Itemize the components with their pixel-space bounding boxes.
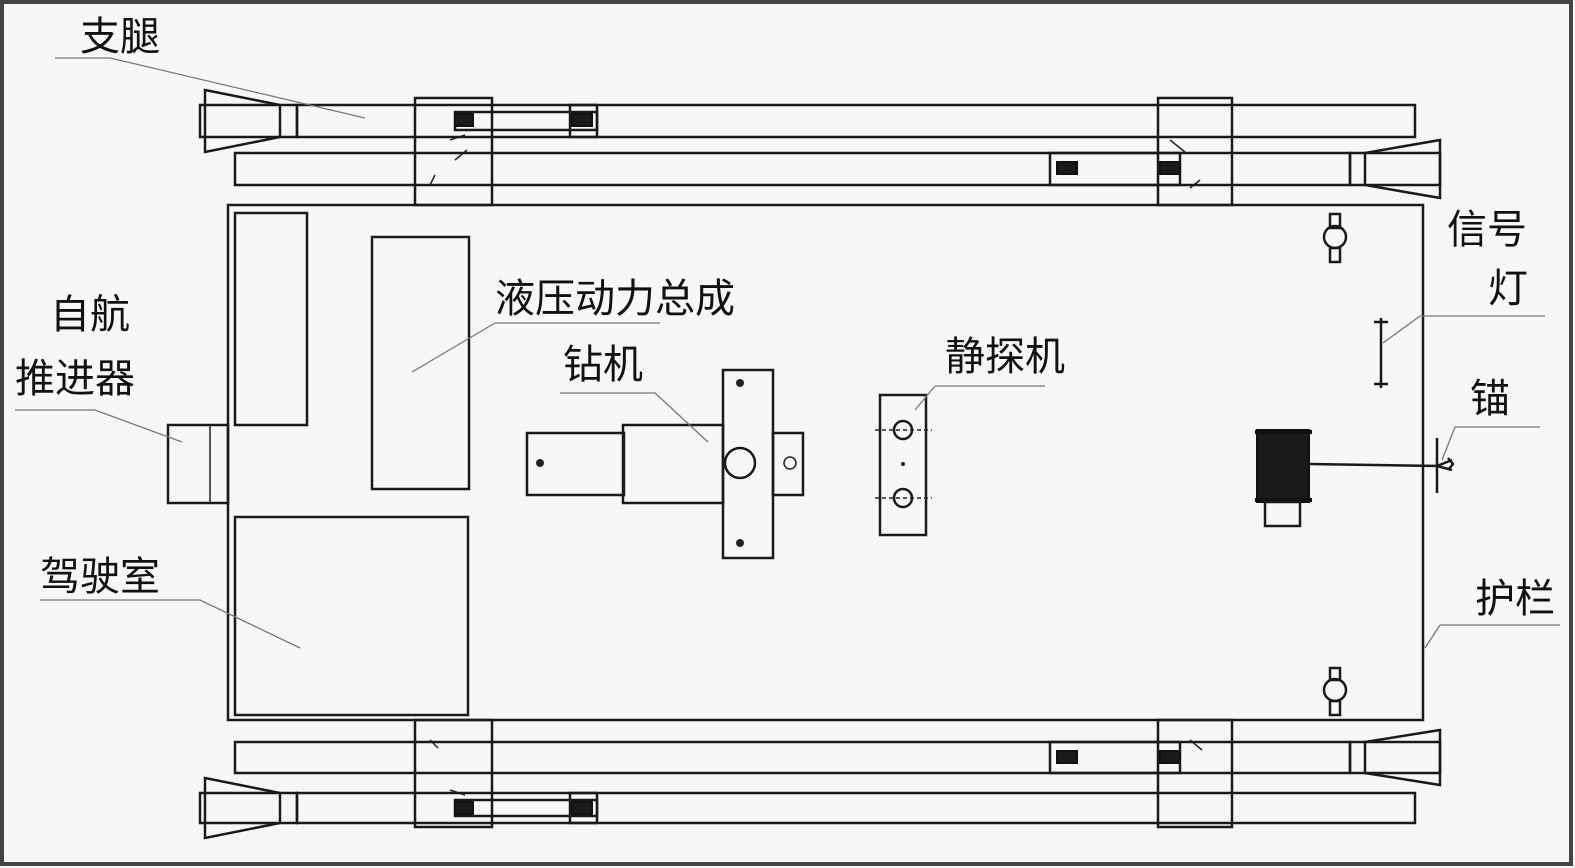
hydraulic-power-unit xyxy=(370,235,471,491)
label-cone-penetrometer: 静探机 xyxy=(945,334,1065,380)
label-signal-light-line1: 信号 xyxy=(1447,207,1527,253)
cab xyxy=(233,515,470,717)
outrigger-top xyxy=(198,88,1442,207)
label-drilling-rig: 钻机 xyxy=(563,342,643,388)
anchor-winch xyxy=(1255,429,1441,528)
anchor xyxy=(1435,438,1455,493)
signal-light-side xyxy=(1374,318,1388,388)
label-hydraulic-power-unit: 液压动力总成 xyxy=(495,276,735,322)
label-guardrail: 护栏 xyxy=(1475,576,1555,622)
label-anchor: 锚 xyxy=(1470,376,1510,422)
leader-lines xyxy=(15,57,1560,649)
drilling-rig xyxy=(525,368,805,560)
cone-penetrometer xyxy=(875,393,932,537)
thruster xyxy=(166,423,230,505)
signal-light-bottom xyxy=(1322,666,1348,717)
label-thruster-line2: 推进器 xyxy=(15,356,135,402)
label-thruster-line1: 自航 xyxy=(50,292,130,338)
signal-light-top xyxy=(1322,212,1348,264)
equipment-box xyxy=(233,211,309,427)
outrigger-bottom xyxy=(198,718,1442,840)
label-cab: 驾驶室 xyxy=(40,554,160,600)
label-outrigger: 支腿 xyxy=(80,14,160,60)
label-signal-light-line2: 灯 xyxy=(1488,266,1528,312)
